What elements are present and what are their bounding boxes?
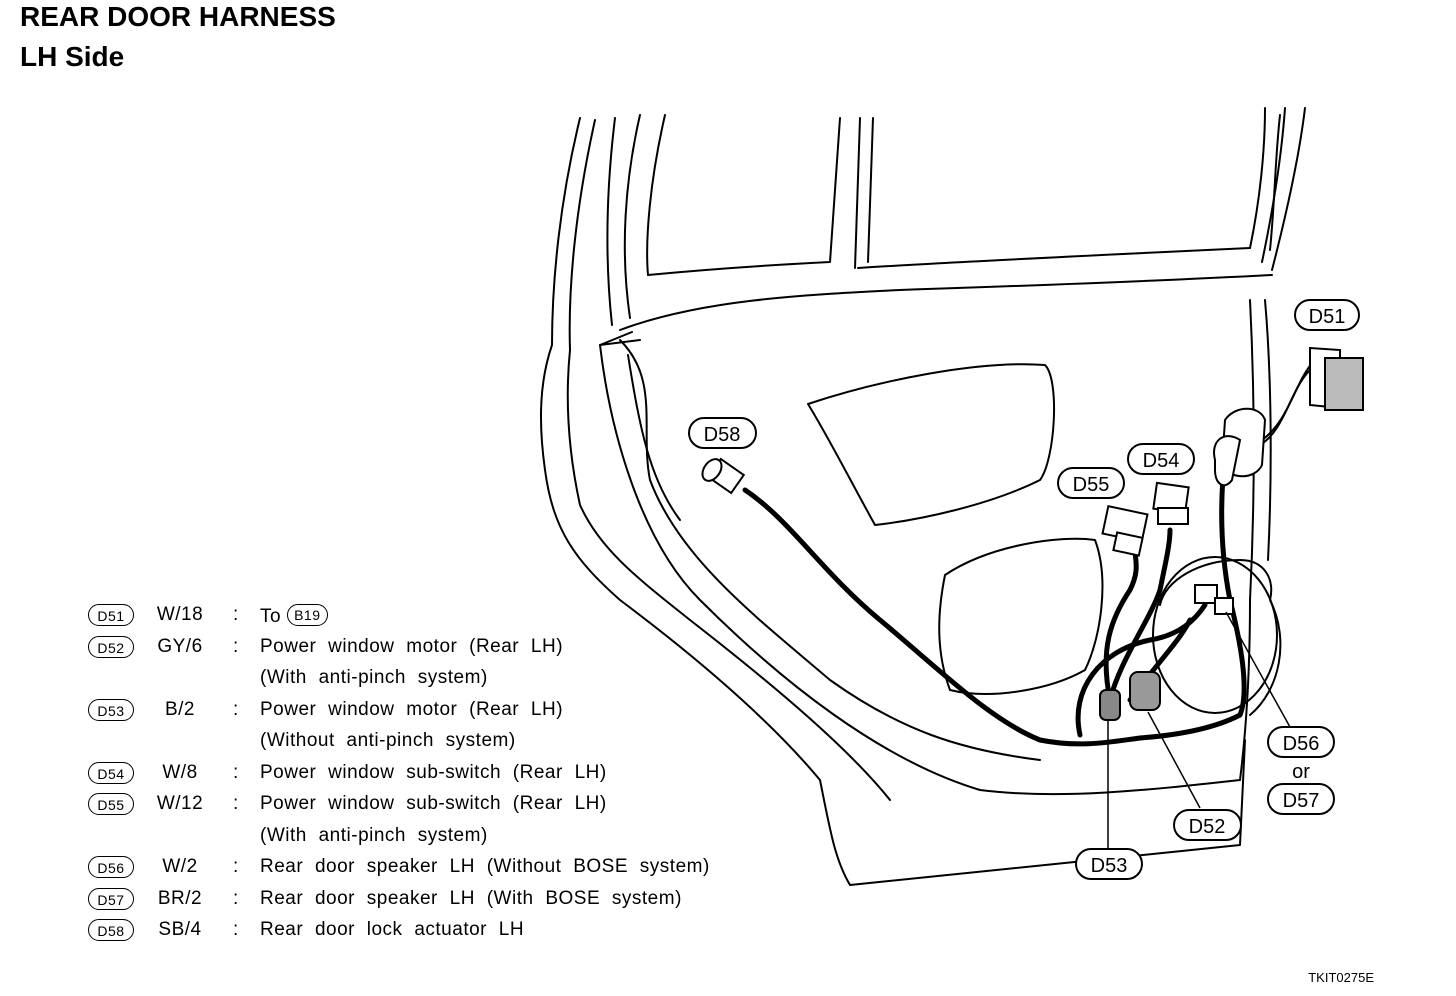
window-frame (647, 117, 841, 276)
legend-colon: : (233, 761, 239, 783)
legend-desc: Power window sub-switch (Rear LH) (260, 793, 607, 814)
legend-colon: : (233, 856, 239, 877)
d56-d57-connector (1194, 584, 1234, 615)
callout-d58: D58 (704, 424, 741, 446)
legend-desc: Power window sub-switch (Rear LH) (260, 761, 607, 783)
door-outline (540, 117, 1246, 886)
legend-code: D56 (88, 856, 134, 878)
d55-connector (1101, 504, 1149, 557)
callout-d52: D52 (1189, 816, 1226, 838)
legend-desc: (With anti-pinch system) (260, 667, 488, 688)
legend-desc: Rear door speaker LH (Without BOSE syste… (260, 856, 710, 877)
legend-code: D58 (88, 919, 134, 941)
speaker-outline (1152, 556, 1278, 714)
d58-connector (701, 457, 746, 495)
legend-code: D51 (88, 604, 134, 626)
legend-colon: : (233, 793, 239, 814)
d53-connector (1099, 689, 1121, 721)
legend-desc: Rear door speaker LH (With BOSE system) (260, 887, 682, 909)
legend-colon: : (233, 887, 239, 909)
legend-code: D55 (88, 793, 134, 815)
legend-code: D57 (88, 887, 134, 910)
figure-reference: TKIT0275E (1308, 970, 1374, 985)
legend-code: D53 (88, 698, 134, 721)
legend-desc: Rear door lock actuator LH (260, 919, 525, 940)
callout-d56: D56 (1283, 733, 1320, 755)
service-hole (938, 537, 1104, 695)
legend-wire: W/8 (162, 761, 198, 783)
d51-connector (1213, 346, 1364, 487)
legend-desc: Power window motor (Rear LH) (260, 635, 564, 657)
callout-d55: D55 (1073, 474, 1110, 496)
callout-d53: D53 (1091, 855, 1128, 877)
legend-wire: BR/2 (157, 887, 203, 909)
legend-wire: W/12 (156, 793, 204, 814)
legend-desc: Power window motor (Rear LH) (260, 698, 564, 720)
legend-wire: GY/6 (157, 635, 203, 657)
legend-colon: : (233, 919, 239, 940)
legend-wire: SB/4 (158, 919, 202, 940)
d54-connector (1152, 481, 1190, 525)
legend-code: D52 (88, 635, 134, 658)
d52-connector (1129, 671, 1161, 711)
callout-d57: D57 (1283, 790, 1320, 812)
callout-d51: D51 (1309, 306, 1346, 328)
legend-ref: B19 (287, 604, 328, 626)
legend-desc: (Without anti-pinch system) (260, 730, 516, 751)
page-title: REAR DOOR HARNESS (20, 1, 336, 32)
legend-colon: : (233, 604, 239, 625)
harness-wire-d51 (1259, 359, 1316, 446)
leader-lines (1107, 611, 1291, 848)
legend-wire: B/2 (164, 698, 196, 720)
legend-wire: W/18 (156, 604, 204, 625)
legend-desc: (With anti-pinch system) (260, 824, 488, 846)
legend-colon: : (233, 635, 239, 657)
page-subtitle: LH Side (20, 41, 125, 72)
legend-colon: : (233, 698, 239, 720)
trim-panel (807, 363, 1056, 526)
callout-d54: D54 (1143, 450, 1180, 472)
legend-code: D54 (88, 761, 134, 784)
callout-or: or (1292, 761, 1310, 783)
legend-wire: W/2 (162, 856, 198, 877)
